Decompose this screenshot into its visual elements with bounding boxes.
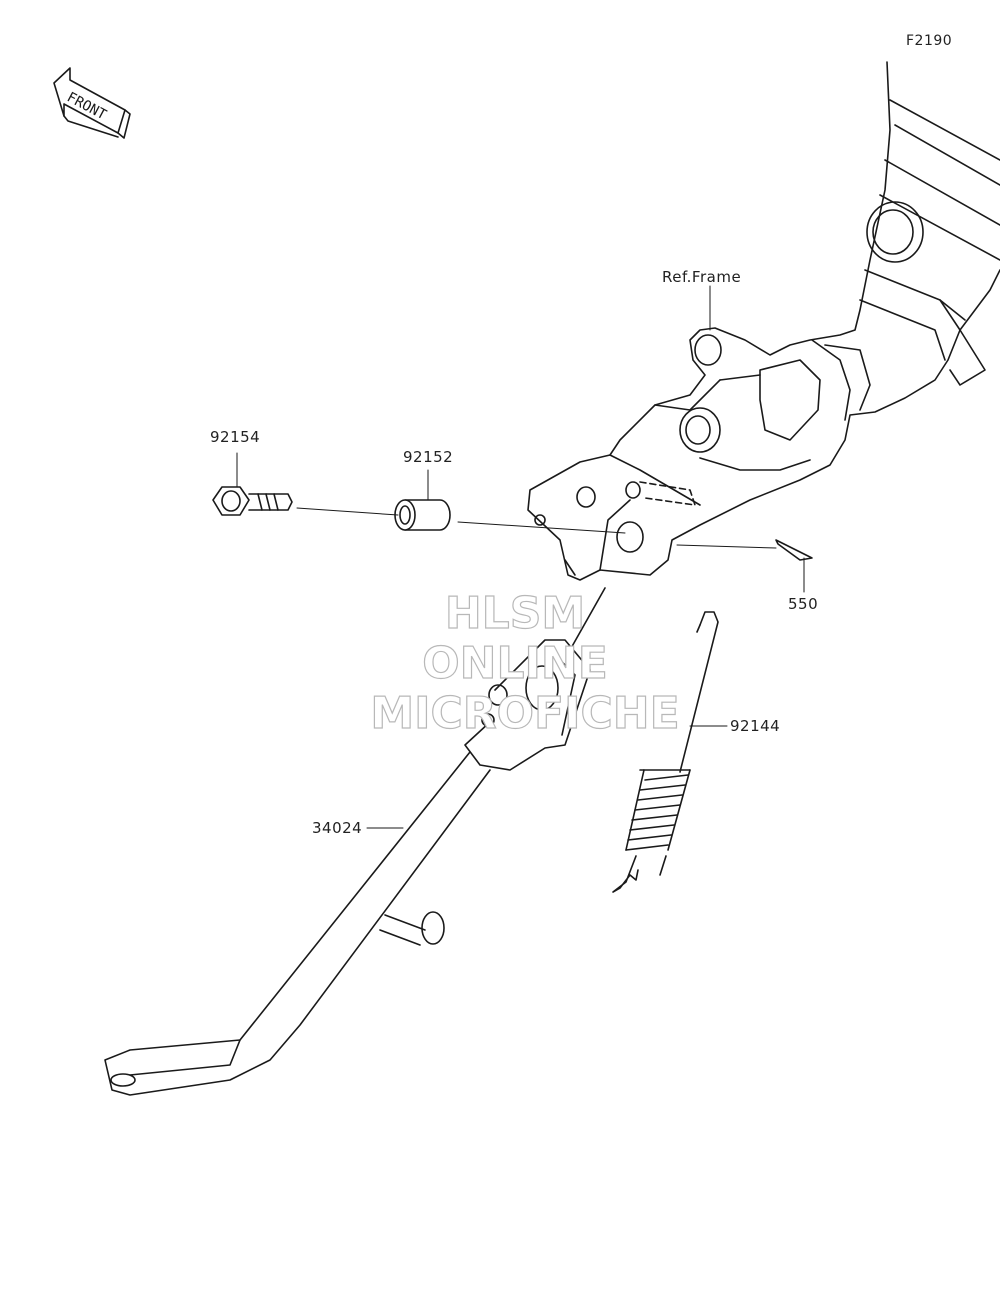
ref-frame-label: Ref.Frame bbox=[662, 268, 742, 286]
side-stand-34024 bbox=[104, 587, 606, 1096]
frame-outline bbox=[527, 61, 1000, 581]
cotter-pin-550 bbox=[775, 539, 813, 561]
leader-lines bbox=[236, 285, 805, 829]
watermark-line3: MICROFICHE bbox=[370, 688, 681, 739]
collar-92152 bbox=[394, 499, 451, 531]
part-number-92144[interactable]: 92144 bbox=[730, 717, 781, 735]
part-number-34024[interactable]: 34024 bbox=[312, 819, 363, 837]
bolt-92154 bbox=[212, 486, 293, 516]
front-arrow-icon: FRONT bbox=[53, 67, 131, 139]
watermark-line2: ONLINE bbox=[422, 638, 609, 689]
watermark-line1: HLSM bbox=[444, 588, 586, 639]
diagram-code: F2190 bbox=[906, 33, 953, 49]
part-number-550[interactable]: 550 bbox=[788, 595, 819, 613]
spring-92144 bbox=[612, 611, 719, 893]
part-number-92152[interactable]: 92152 bbox=[403, 448, 454, 466]
part-number-92154[interactable]: 92154 bbox=[210, 428, 261, 446]
